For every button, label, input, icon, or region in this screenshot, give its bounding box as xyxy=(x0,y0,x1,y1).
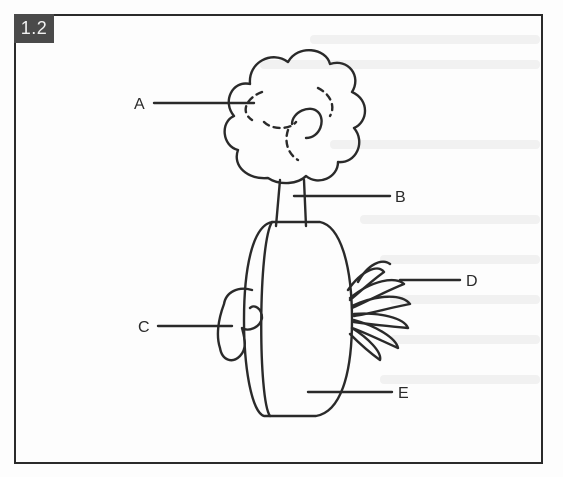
figure-frame xyxy=(14,14,543,464)
cloud-inner-lobe xyxy=(290,107,323,140)
cylinder-body xyxy=(242,220,354,418)
cloud-inner-detail xyxy=(262,120,298,130)
label-c: C xyxy=(138,319,150,336)
label-a: A xyxy=(134,96,145,113)
arm-branch xyxy=(216,287,264,362)
stalk xyxy=(274,178,282,228)
figure-number-badge: 1.2 xyxy=(14,14,54,43)
cloud-inner-detail xyxy=(316,86,334,118)
label-b: B xyxy=(395,189,406,206)
label-e: E xyxy=(398,385,409,402)
cloud-inner-detail xyxy=(285,128,300,162)
label-d: D xyxy=(466,273,478,290)
bleed-through-background xyxy=(60,20,550,400)
cloud-head-shape xyxy=(223,48,367,185)
cloud-inner-detail xyxy=(244,90,264,122)
stalk xyxy=(302,178,308,228)
bristle-fringe xyxy=(346,260,412,362)
